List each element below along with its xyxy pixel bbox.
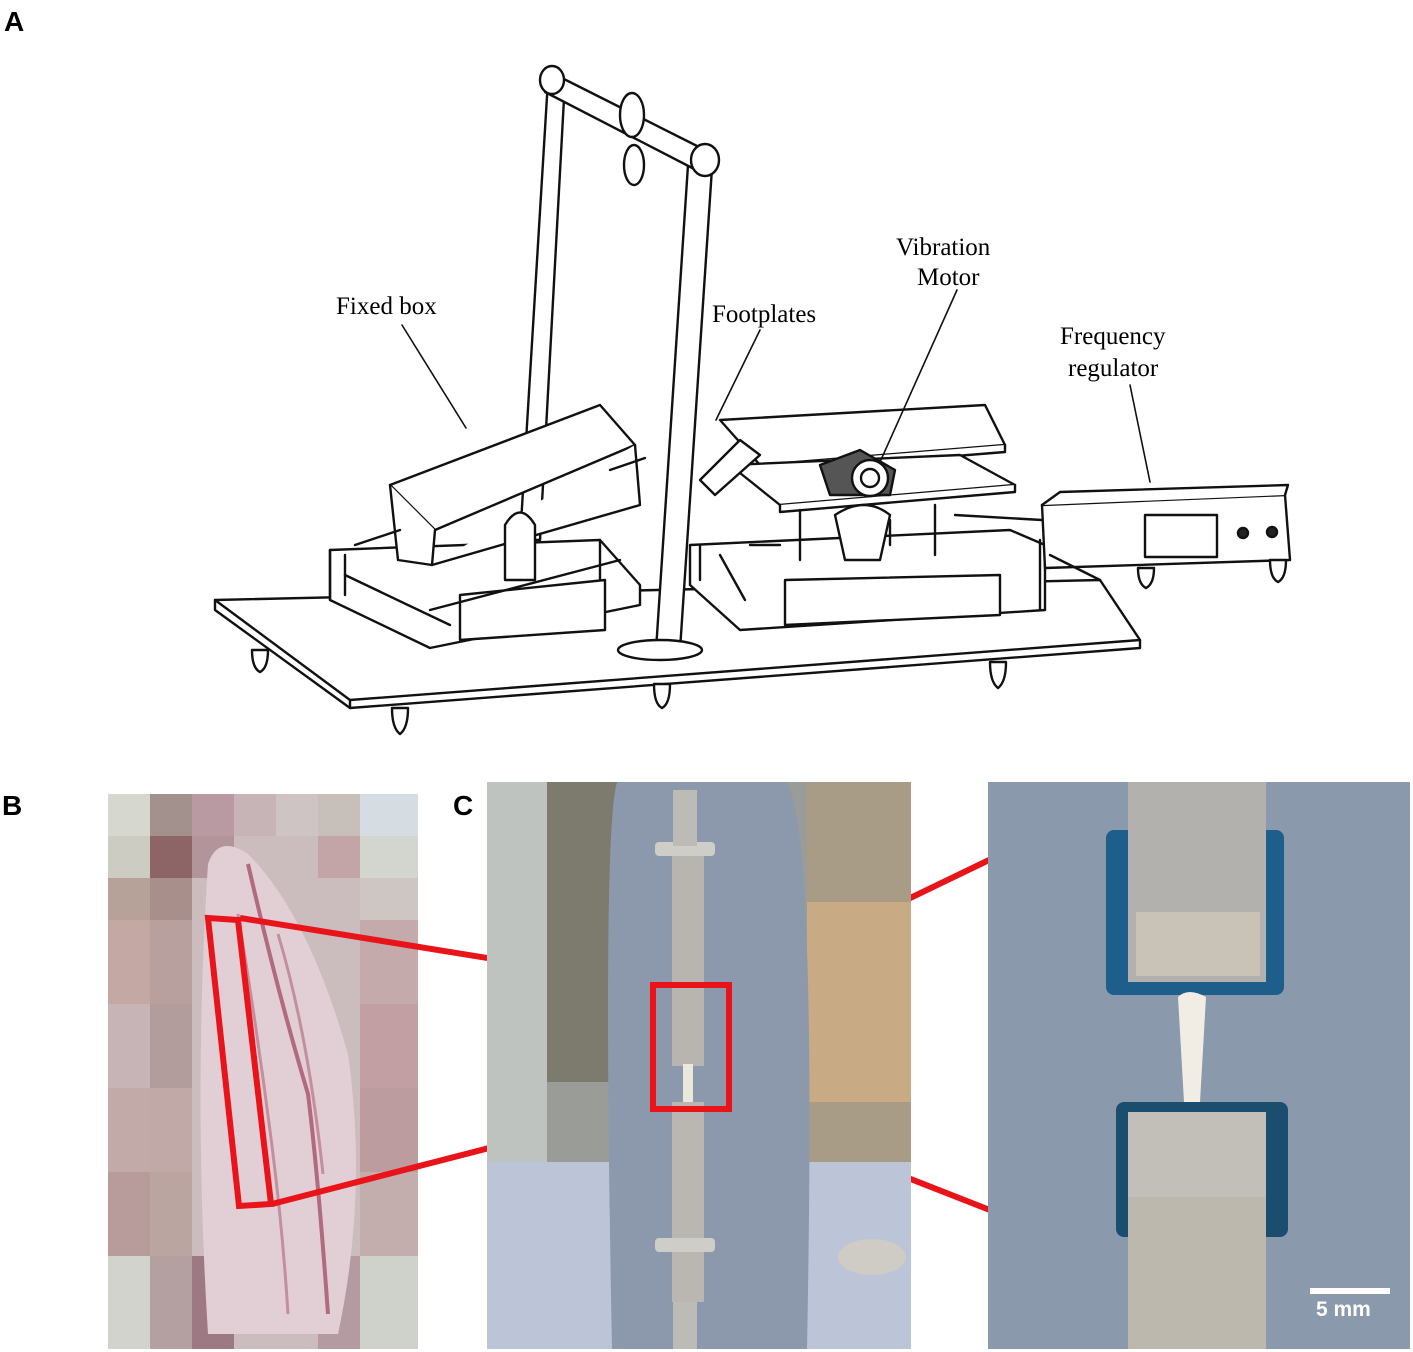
vibration-motor-label-line1: Vibration xyxy=(896,234,991,261)
left-frame xyxy=(328,538,642,650)
muscle-selection-box xyxy=(204,914,275,1210)
lower-knob xyxy=(655,1238,715,1252)
footplates-label: Footplates xyxy=(712,301,817,328)
muscle-photo xyxy=(108,794,418,1349)
footplates xyxy=(698,403,1017,562)
muscle-specimen xyxy=(200,846,356,1334)
platform-feet xyxy=(250,648,1008,736)
scale-bar xyxy=(1310,1288,1390,1294)
vertical-frame xyxy=(518,64,721,662)
vibration-motor xyxy=(818,448,897,562)
stand-foot xyxy=(838,1239,906,1275)
apparatus-drawing xyxy=(213,64,1292,736)
upper-knob xyxy=(655,842,715,856)
panel-c-letter: C xyxy=(453,790,474,821)
specimen xyxy=(683,1064,693,1104)
specimen-zoom-photo xyxy=(988,782,1410,1349)
muscle-striation xyxy=(276,933,325,1175)
lower-rod xyxy=(673,1302,697,1349)
upper-rod xyxy=(673,790,697,846)
machine-column xyxy=(608,782,810,1349)
leader-lines xyxy=(401,289,1151,483)
frequency-regulator xyxy=(953,483,1292,590)
frequency-regulator-label-line2: regulator xyxy=(1068,355,1159,382)
zoom-selection-box xyxy=(650,982,732,1112)
tensile-tester-photo xyxy=(487,782,911,1349)
lower-clamp-bar xyxy=(672,1102,704,1302)
muscle-striation xyxy=(246,863,330,1315)
upper-clamp-bar xyxy=(672,856,704,1066)
tendon-specimen xyxy=(1178,992,1206,1102)
muscle-striation xyxy=(236,913,290,1315)
vibration-motor-label-line2: Motor xyxy=(917,264,980,291)
panel-a-letter: A xyxy=(4,6,25,37)
panel-b-letter: B xyxy=(2,790,23,821)
fixed-box-label: Fixed box xyxy=(336,293,437,320)
right-frame xyxy=(688,528,1047,632)
scale-bar-label: 5 mm xyxy=(1316,1298,1371,1321)
fixed-box xyxy=(353,403,647,582)
frequency-regulator-label-line1: Frequency xyxy=(1060,323,1166,350)
